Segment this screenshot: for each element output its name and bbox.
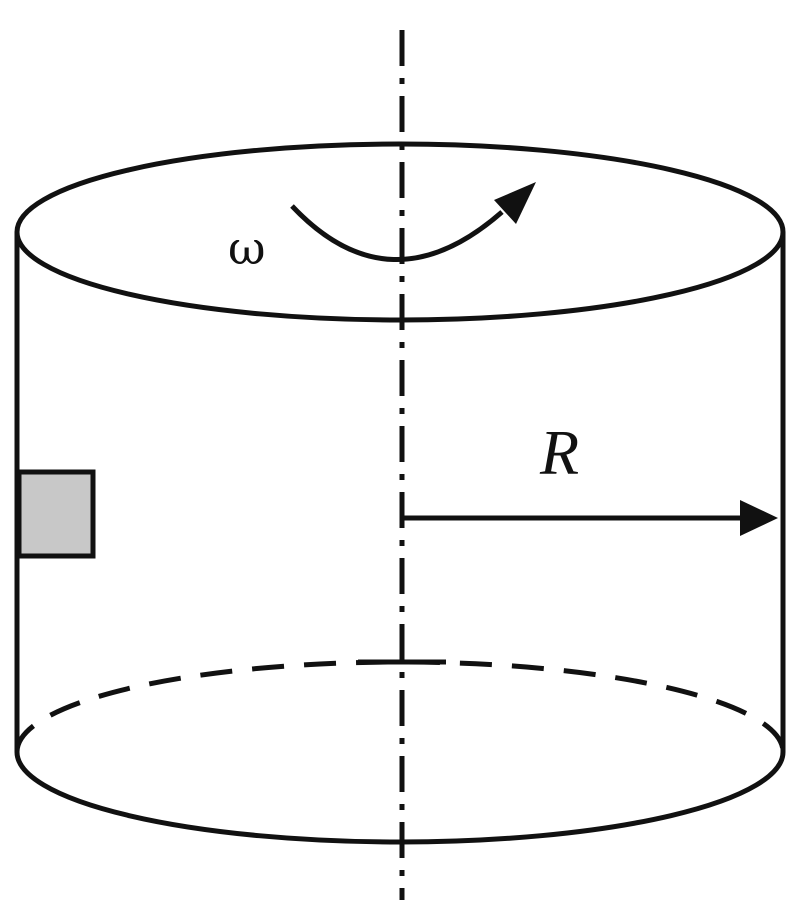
rotation-arrowhead-icon bbox=[494, 182, 536, 224]
cylinder-bottom-hidden-edge bbox=[14, 659, 786, 753]
cylinder-bottom-front-edge bbox=[14, 751, 786, 845]
radius-arrowhead-icon bbox=[740, 500, 778, 536]
rotation-arrow bbox=[290, 204, 504, 263]
angular-velocity-label: ω bbox=[228, 221, 266, 275]
radius-label: R bbox=[539, 417, 579, 488]
wall-block bbox=[16, 469, 96, 559]
